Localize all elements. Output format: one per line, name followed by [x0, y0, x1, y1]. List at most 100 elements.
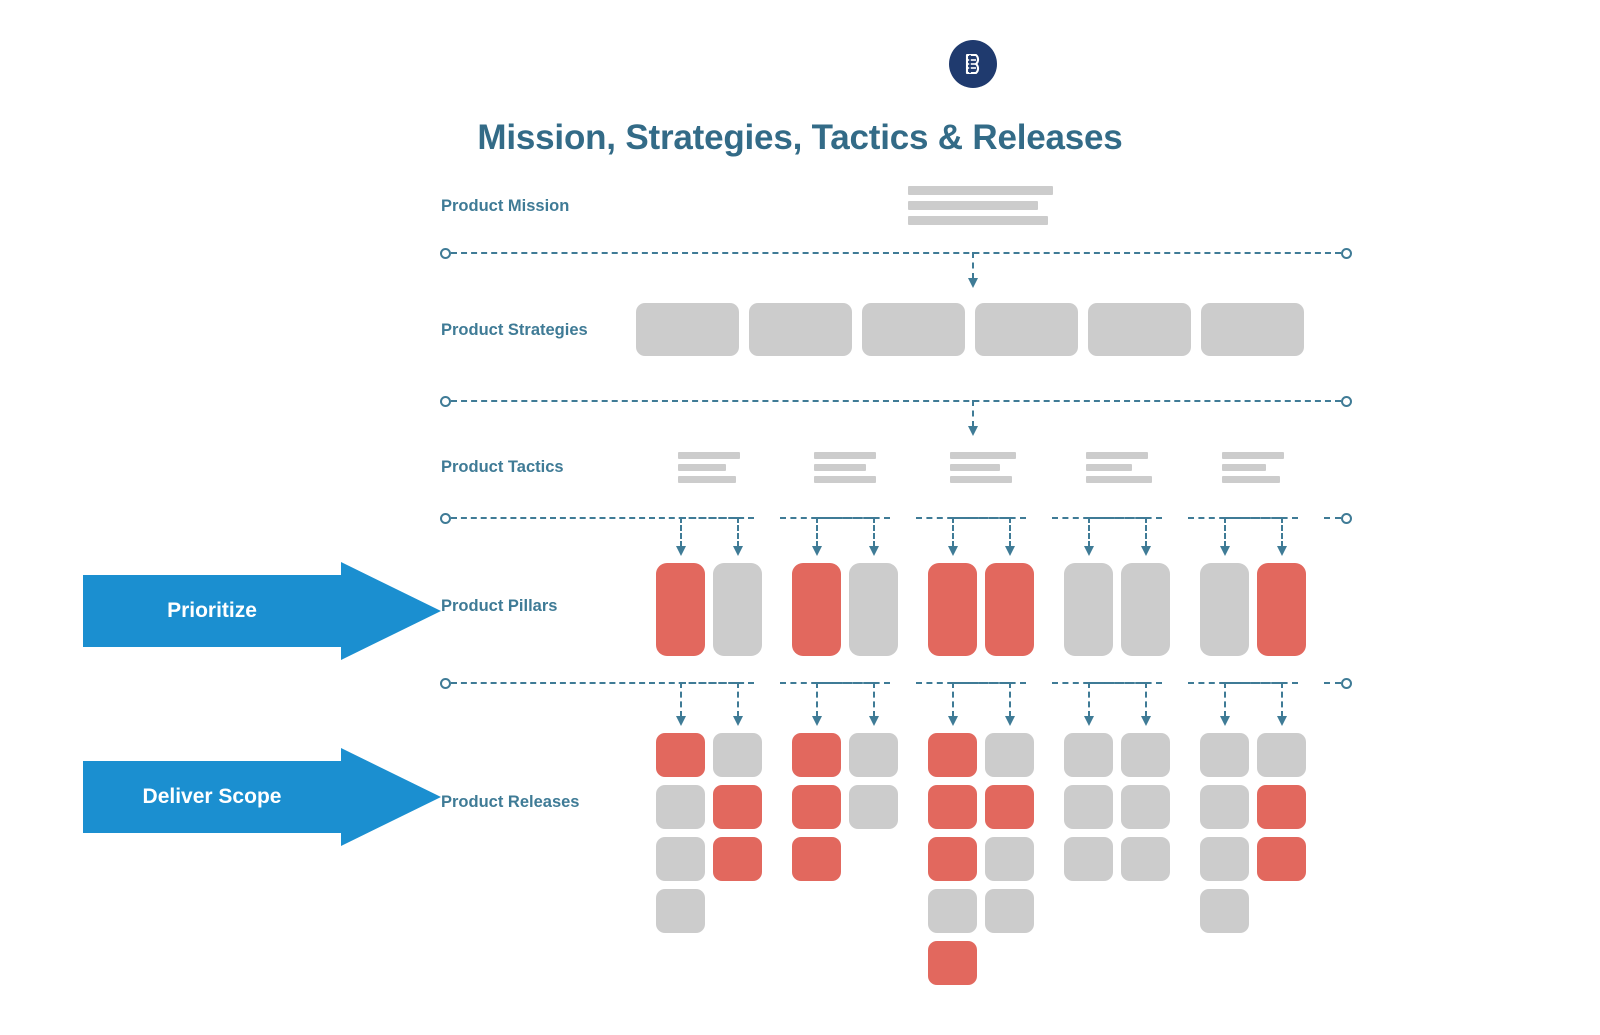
release-cell[interactable]	[985, 837, 1034, 881]
release-cell[interactable]	[792, 785, 841, 829]
branch-elbow	[1224, 682, 1281, 684]
tactic-group[interactable]	[912, 452, 1048, 483]
release-cell[interactable]	[985, 733, 1034, 777]
release-cell[interactable]	[1200, 889, 1249, 933]
arrow-head-icon	[968, 426, 978, 436]
release-cell[interactable]	[656, 837, 705, 881]
release-cell[interactable]	[1257, 733, 1306, 777]
prioritize-banner[interactable]: Prioritize	[83, 562, 441, 660]
release-cell[interactable]	[928, 889, 977, 933]
tactic-group[interactable]	[1184, 452, 1320, 483]
release-group[interactable]	[1184, 733, 1320, 985]
arrow-stem	[680, 682, 682, 717]
release-cell[interactable]	[656, 889, 705, 933]
drop-arrow	[1141, 517, 1151, 556]
drop-arrow	[948, 682, 958, 726]
strategy-box[interactable]	[636, 303, 739, 356]
release-cell[interactable]	[1121, 837, 1170, 881]
pillar-cell[interactable]	[1064, 563, 1113, 656]
release-group[interactable]	[912, 733, 1048, 985]
release-cell[interactable]	[1064, 785, 1113, 829]
release-cell[interactable]	[1257, 785, 1306, 829]
row-label-product-releases: Product Releases	[441, 793, 580, 811]
banner-arrow-tip-icon	[341, 562, 441, 660]
row-label-product-pillars: Product Pillars	[441, 597, 558, 615]
arrow-head-icon	[869, 716, 879, 726]
deliver-scope-banner[interactable]: Deliver Scope	[83, 748, 441, 846]
release-cell[interactable]	[1064, 733, 1113, 777]
pillar-cell[interactable]	[1121, 563, 1170, 656]
drop-arrow	[733, 517, 743, 556]
branch-elbow	[816, 682, 873, 684]
release-cell[interactable]	[792, 733, 841, 777]
release-cell[interactable]	[656, 785, 705, 829]
arrow-head-icon	[948, 716, 958, 726]
pillar-group[interactable]	[1048, 563, 1184, 656]
release-group[interactable]	[1048, 733, 1184, 985]
pillar-group[interactable]	[640, 563, 776, 656]
pillar-cell[interactable]	[656, 563, 705, 656]
strategy-box[interactable]	[1201, 303, 1304, 356]
banner-shaft	[83, 761, 341, 833]
strategy-box[interactable]	[975, 303, 1078, 356]
drop-arrow	[676, 682, 686, 726]
divider-endcap-left	[440, 248, 451, 259]
release-cell[interactable]	[1200, 785, 1249, 829]
release-cell[interactable]	[1121, 785, 1170, 829]
pillar-cell[interactable]	[792, 563, 841, 656]
strategy-box[interactable]	[1088, 303, 1191, 356]
release-cell[interactable]	[928, 941, 977, 985]
banner-label: Prioritize	[167, 599, 257, 622]
arrow-stem	[1009, 517, 1011, 547]
pillar-cell[interactable]	[849, 563, 898, 656]
release-cell[interactable]	[792, 837, 841, 881]
release-cell[interactable]	[713, 837, 762, 881]
tactic-group[interactable]	[640, 452, 776, 483]
pillar-cell[interactable]	[985, 563, 1034, 656]
pillar-cell[interactable]	[713, 563, 762, 656]
release-cell[interactable]	[985, 785, 1034, 829]
pillar-cell[interactable]	[928, 563, 977, 656]
release-column	[985, 733, 1034, 985]
release-cell[interactable]	[713, 785, 762, 829]
strategy-box[interactable]	[749, 303, 852, 356]
release-cell[interactable]	[985, 889, 1034, 933]
row-label-product-mission: Product Mission	[441, 197, 570, 215]
strategy-box[interactable]	[862, 303, 965, 356]
pillar-group[interactable]	[1184, 563, 1320, 656]
pillar-group[interactable]	[912, 563, 1048, 656]
release-cell[interactable]	[849, 733, 898, 777]
tactic-placeholder-line	[678, 452, 740, 459]
branch-elbow	[680, 517, 737, 519]
release-cell[interactable]	[928, 733, 977, 777]
page-title: Mission, Strategies, Tactics & Releases	[477, 118, 1123, 157]
release-cell[interactable]	[713, 733, 762, 777]
release-cell[interactable]	[1200, 837, 1249, 881]
tactic-placeholder-line	[1086, 452, 1148, 459]
release-group[interactable]	[640, 733, 776, 985]
tactic-placeholder-line	[1222, 464, 1266, 471]
pillar-cell[interactable]	[1200, 563, 1249, 656]
release-cell[interactable]	[849, 785, 898, 829]
pillar-cell[interactable]	[1257, 563, 1306, 656]
release-cell[interactable]	[1200, 733, 1249, 777]
tactic-group[interactable]	[1048, 452, 1184, 483]
tactic-placeholder-line	[950, 464, 1000, 471]
drop-arrow	[948, 517, 958, 556]
arrow-head-icon	[948, 546, 958, 556]
release-cell[interactable]	[928, 785, 977, 829]
pillar-group[interactable]	[776, 563, 912, 656]
product-releases-row	[640, 733, 1320, 985]
release-cell[interactable]	[1257, 837, 1306, 881]
arrow-stem	[1009, 682, 1011, 717]
release-cell[interactable]	[1064, 837, 1113, 881]
tactic-group[interactable]	[776, 452, 912, 483]
release-cell[interactable]	[928, 837, 977, 881]
release-group[interactable]	[776, 733, 912, 985]
arrow-head-icon	[1141, 546, 1151, 556]
drop-arrow	[1084, 682, 1094, 726]
release-cell[interactable]	[1121, 733, 1170, 777]
release-cell[interactable]	[656, 733, 705, 777]
arrow-stem	[873, 682, 875, 717]
drop-arrow	[812, 682, 822, 726]
